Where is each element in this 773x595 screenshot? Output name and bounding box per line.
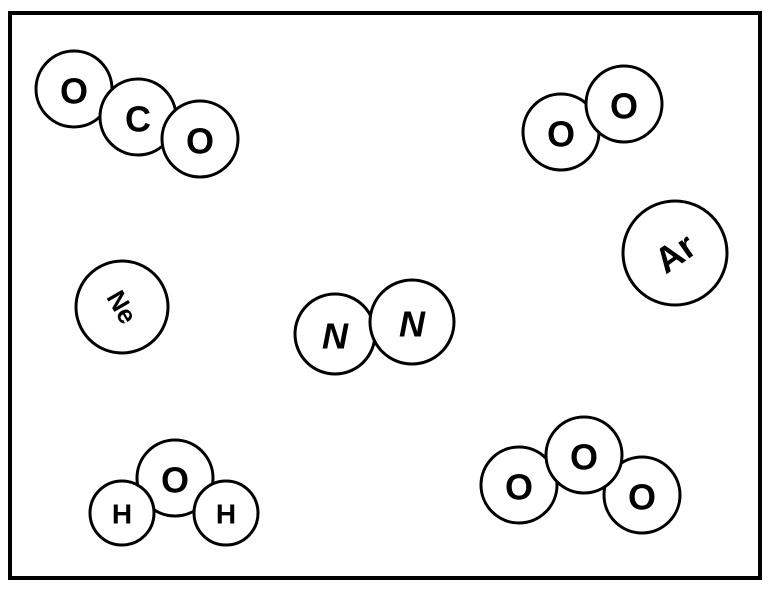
atom-oxygen: O <box>584 64 664 144</box>
atom-label: O <box>60 71 88 112</box>
molecule-o2: O O <box>521 64 664 172</box>
molecule-o3: O O O <box>479 415 682 535</box>
atom-label: O <box>610 86 638 127</box>
molecule-ar: Ar <box>621 199 729 307</box>
molecule-ne: Ne <box>74 259 170 355</box>
atom-label: H <box>112 499 132 530</box>
molecule-h2o: O H H <box>88 438 260 547</box>
atom-oxygen: O <box>135 438 215 518</box>
atom-nitrogen: N <box>368 278 456 366</box>
atom-label: N <box>322 316 349 357</box>
atom-oxygen: O <box>160 99 240 179</box>
atom-neon: Ne <box>74 259 170 355</box>
atom-label: O <box>628 477 656 518</box>
atom-label: O <box>547 114 575 155</box>
atom-label: O <box>505 467 533 508</box>
atom-oxygen: O <box>479 445 559 525</box>
molecule-co2: O C O <box>34 49 240 179</box>
atom-label: C <box>125 99 151 140</box>
atom-nitrogen: N <box>293 292 377 376</box>
atom-hydrogen: H <box>192 479 260 547</box>
atom-label: N <box>399 304 426 345</box>
molecule-n2: N N <box>293 278 456 376</box>
atom-oxygen: O <box>544 415 624 495</box>
atom-argon: Ar <box>621 199 729 307</box>
atom-label: O <box>161 460 189 501</box>
atom-oxygen: O <box>34 49 114 129</box>
atom-oxygen: O <box>602 455 682 535</box>
atom-label: O <box>570 437 598 478</box>
atom-hydrogen: H <box>88 479 156 547</box>
atom-label: H <box>216 499 236 530</box>
atom-label: O <box>186 121 214 162</box>
